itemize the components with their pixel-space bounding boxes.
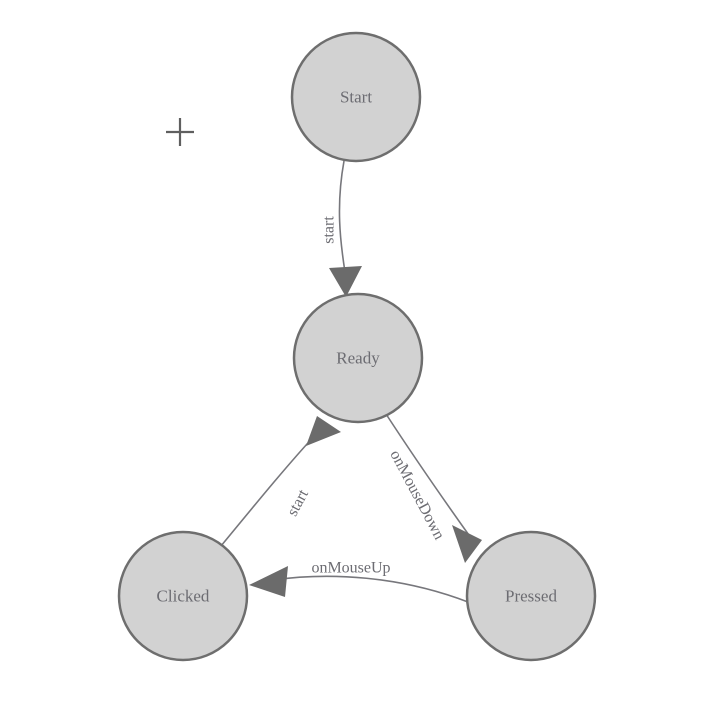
node-pressed[interactable]: Pressed: [465, 530, 597, 662]
edge-label-start-ready: start: [321, 216, 338, 244]
node-layer: Start Ready Clicked Pressed: [117, 31, 597, 662]
node-pressed-circle: [465, 530, 597, 662]
edge-ready-pressed-line: [385, 413, 472, 539]
arrowhead-into-clicked: [249, 566, 288, 597]
node-clicked-circle: [117, 530, 249, 662]
edge-start-ready-line: [338, 160, 346, 273]
node-start[interactable]: Start: [290, 31, 422, 163]
node-start-circle: [290, 31, 422, 163]
arrowhead-into-pressed: [452, 525, 482, 563]
edge-label-clicked-ready: start: [284, 486, 312, 519]
edge-clicked-ready[interactable]: [220, 416, 341, 547]
arrowhead-into-ready-from-clicked: [306, 416, 341, 446]
edge-layer: [220, 160, 482, 603]
edge-clicked-ready-line: [220, 431, 319, 547]
node-clicked[interactable]: Clicked: [117, 530, 249, 662]
edge-pressed-clicked-line: [272, 575, 469, 603]
edge-pressed-clicked[interactable]: [249, 566, 469, 603]
edge-start-ready[interactable]: [329, 160, 362, 297]
arrowhead-into-ready-from-start: [329, 266, 362, 297]
node-ready[interactable]: Ready: [292, 292, 424, 424]
crosshair-icon: [166, 118, 194, 146]
node-ready-circle: [292, 292, 424, 424]
edge-label-pressed-clicked: onMouseUp: [311, 560, 390, 577]
edge-ready-pressed[interactable]: [385, 413, 482, 563]
